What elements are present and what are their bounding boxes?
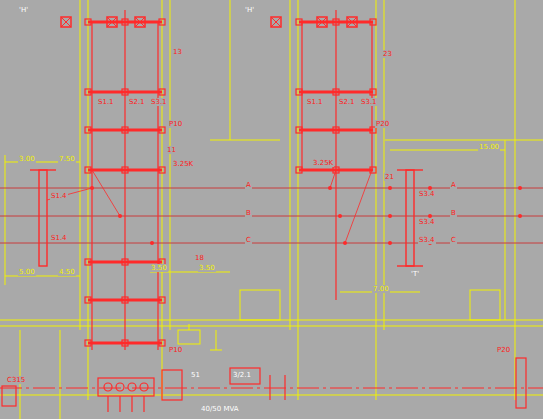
- callout-label: A: [245, 181, 252, 189]
- callout-label: S3.1: [360, 98, 378, 106]
- callout-label: 3/2.1: [232, 371, 252, 379]
- callout-label: S1.1: [97, 98, 115, 106]
- callout-label: P20: [375, 120, 390, 128]
- callout-label: S1.1: [306, 98, 324, 106]
- callout-label: 51: [190, 371, 201, 379]
- callout-label: S3.4: [418, 236, 436, 244]
- callout-label: 21: [384, 173, 395, 181]
- callout-label: 3.25K: [312, 159, 334, 167]
- dimension-label: 7.50: [58, 155, 76, 163]
- dimension-label: 15.00: [478, 143, 500, 151]
- callout-label: S1.4: [50, 234, 68, 242]
- callout-label: 3.25K: [172, 160, 194, 168]
- dimension-label: 7.00: [372, 285, 390, 293]
- callout-label: 'H': [18, 6, 29, 14]
- callout-label: P10: [168, 346, 183, 354]
- callout-label: 'T': [410, 270, 420, 278]
- callout-label: 11: [166, 146, 177, 154]
- callout-label: S3.4: [418, 218, 436, 226]
- callout-label: 13: [172, 48, 183, 56]
- callout-label: 40/50 MVA: [200, 405, 240, 413]
- dimension-label: 3.50: [198, 264, 216, 272]
- callout-label: P20: [496, 346, 511, 354]
- callout-label: 18: [194, 254, 205, 262]
- callout-label: S2.1: [128, 98, 146, 106]
- callout-label: 'H': [244, 6, 255, 14]
- callout-label: S2.1: [338, 98, 356, 106]
- callout-label: A: [450, 181, 457, 189]
- callout-label: S3.4: [418, 190, 436, 198]
- callout-label: B: [450, 209, 457, 217]
- dimension-label: 3.00: [18, 155, 36, 163]
- callout-label: C: [450, 236, 457, 244]
- dimension-label: 5.00: [18, 268, 36, 276]
- dimension-label: 3.50: [150, 264, 168, 272]
- callout-label: C315: [6, 376, 26, 384]
- callout-label: S3.1: [150, 98, 168, 106]
- callout-label: 23: [382, 50, 393, 58]
- callout-label: B: [245, 209, 252, 217]
- callout-label: P10: [168, 120, 183, 128]
- callout-label: S1.4: [50, 192, 68, 200]
- dimension-label: 4.50: [58, 268, 76, 276]
- callout-label: C: [245, 236, 252, 244]
